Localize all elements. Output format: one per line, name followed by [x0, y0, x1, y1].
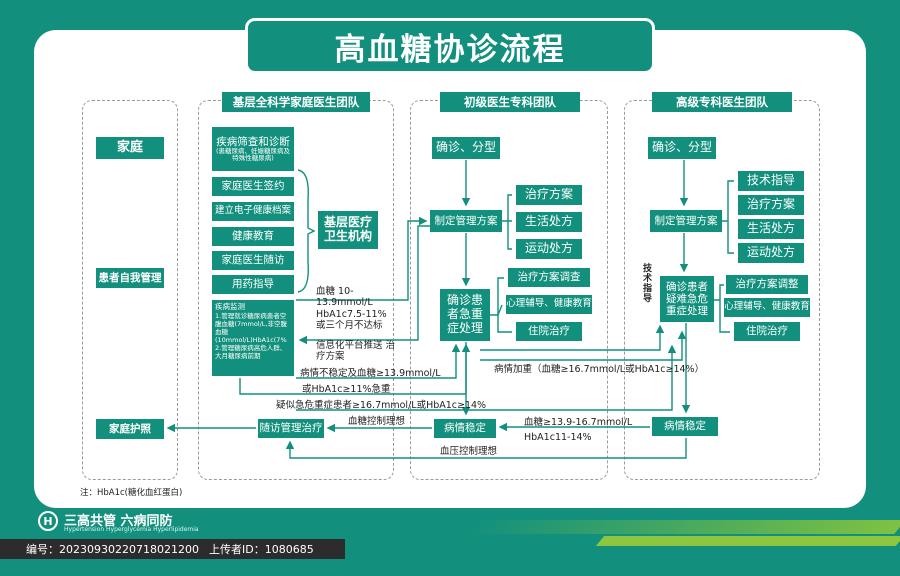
junior-critical-bracket [490, 277, 512, 333]
tech-guide-label: 技术指导 [643, 264, 653, 304]
footer-id-label: 编号： [26, 543, 59, 556]
senior-critical-box: 确诊患者疑难急危重症处理 [660, 276, 714, 322]
brand-subtitle: Hypertension Hyperglycemia Hyperlipidemi… [64, 526, 199, 533]
arrow-refer-up [296, 216, 428, 301]
arrow-info-push [298, 225, 430, 345]
junior-stable-box: 病情稳定 [434, 419, 496, 438]
senior-diagnose-box: 确诊、分型 [648, 137, 716, 159]
family-column [82, 100, 178, 480]
glucose-target-label: 血糖控制理想 [348, 416, 406, 427]
primary-item-4: 家庭医生随访 [212, 251, 294, 270]
primary-item-5: 用药指导 [212, 275, 294, 294]
senior-column-header: 高级专科医生团队 [652, 92, 792, 112]
suspected-label: 疑似急危重症患者≥16.7mmol/L或HbA1c≥14% [276, 400, 487, 411]
senior-stable-box: 病情稳定 [652, 417, 718, 436]
junior-plan-item-1: 治疗方案 [516, 185, 582, 205]
arrow-suspected [296, 344, 677, 411]
junior-diagnose-box: 确诊、分型 [432, 137, 500, 159]
senior-plan-bracket [722, 180, 734, 254]
primary-column-header: 基层全科学家庭医生团队 [222, 92, 370, 112]
arrow-bp-target [285, 438, 687, 459]
brand-name: 三高共管 六病同防 [64, 514, 173, 529]
footer-bar: 编号： 20230930220718021200 上传者ID： 1080685 [0, 539, 345, 559]
senior-critical-bracket [714, 284, 730, 333]
followup-mgmt-box: 随访管理治疗 [258, 419, 324, 438]
decor-stripe [464, 520, 900, 534]
arrow-worsen2 [480, 330, 687, 361]
primary-item-1: 家庭医生签约 [212, 177, 294, 196]
junior-column-header: 初级医生专科团队 [440, 92, 580, 112]
junior-followup-item-1: 治疗方案调查 [508, 268, 590, 287]
senior-critical-item-3: 住院治疗 [734, 322, 800, 341]
junior-followup-item-2: 心理辅导、健康教育 [506, 295, 592, 314]
primary-item-3: 健康教育 [212, 227, 294, 246]
junior-plan-item-2: 生活处方 [516, 212, 582, 232]
screening-sub: (患糖尿病、妊娠糖尿病及特殊性糖尿病) [215, 146, 291, 163]
senior-guide-item-1: 技术指导 [738, 171, 804, 191]
screening-title: 疾病筛查和诊断 [216, 135, 290, 148]
footnote: 注：HbA1c(糖化血红蛋白) [80, 488, 183, 498]
footer-id-value: 20230930220718021200 [59, 542, 199, 556]
monitor-body: 1.管理就诊糖尿病患者空腹血糖(7mmol/L,非空腹血糖(10mmol/L)H… [215, 311, 287, 361]
monitor-title: 疾病监测 [215, 302, 245, 311]
brand-logo-icon: H [38, 511, 58, 531]
arrow-unstable [296, 343, 461, 379]
senior-critical-item-2: 心理辅导、健康教育 [724, 298, 810, 317]
family-care-box: 家庭护照 [96, 419, 164, 439]
primary-brace [297, 169, 316, 293]
home-box: 家庭 [96, 137, 164, 159]
senior-guide-item-3: 生活处方 [738, 219, 804, 239]
unstable2-label: 或HbA1c≥11%急重 [302, 384, 391, 395]
worsen-label: 病情加重（血糖≥16.7mmol/L或HbA1c≥14%） [494, 364, 705, 375]
senior-plan-box: 制定管理方案 [650, 210, 722, 232]
senior-critical-item-1: 治疗方案调整 [726, 275, 808, 294]
junior-followup-item-3: 住院治疗 [516, 322, 582, 341]
monitor-box: 疾病监测 1.管理就诊糖尿病患者空腹血糖(7mmol/L,非空腹血糖(10mmo… [212, 300, 294, 376]
self-manage-box: 患者自我管理 [96, 268, 164, 288]
junior-plan-item-3: 运动处方 [516, 239, 582, 259]
refer-criteria-label: 血糖 10-13.9mmol/L HbA1c7.5-11% 或三个月不达标 [316, 286, 387, 332]
downrefer-hba1c-label: HbA1c11-14% [524, 432, 592, 443]
downrefer-glucose-label: 血糖≥13.9-16.7mmol/L [524, 417, 633, 428]
footer-uploader-label: 上传者ID： [208, 543, 265, 556]
primary-item-2: 建立电子健康档案 [212, 202, 294, 221]
institution-box: 基层医疗卫生机构 [318, 211, 378, 249]
senior-guide-item-2: 治疗方案 [738, 195, 804, 215]
bp-target-label: 血压控制理想 [440, 446, 498, 457]
unstable-label: 病情不稳定及血糖≥13.9mmol/L [300, 368, 441, 379]
junior-critical-box: 确诊患者急重症处理 [440, 289, 490, 341]
page-title: 高血糖协诊流程 [245, 18, 655, 74]
decor-stripe-green [595, 536, 900, 546]
footer-uploader-value: 1080685 [264, 542, 314, 556]
info-push-label: 信息化平台推送 治疗方案 [316, 340, 396, 363]
junior-plan-bracket [502, 194, 512, 250]
arrow-worsen [480, 324, 665, 351]
senior-guide-item-4: 运动处方 [738, 243, 804, 263]
screening-box: 疾病筛查和诊断 (患糖尿病、妊娠糖尿病及特殊性糖尿病) [212, 127, 294, 171]
junior-plan-box: 制定管理方案 [430, 210, 502, 232]
